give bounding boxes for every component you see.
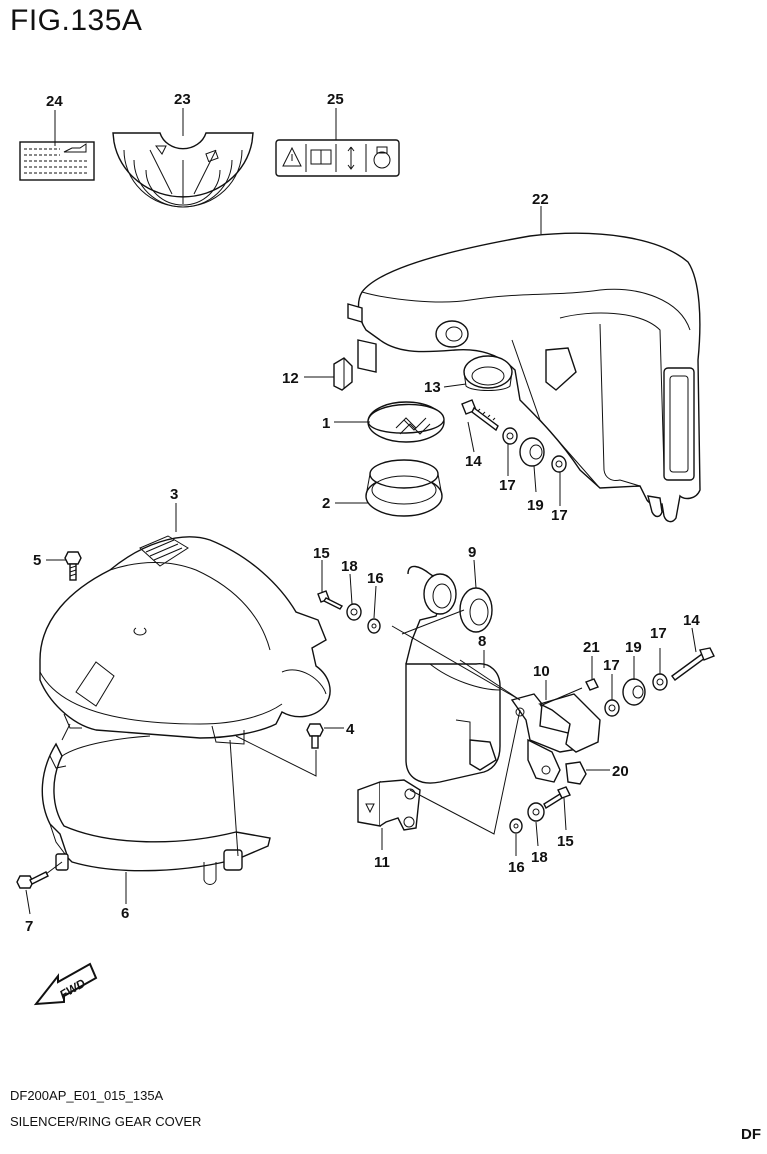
callout-18-lower: 18 [531,849,548,866]
callout-12: 12 [282,370,299,387]
callout-15-upper: 15 [313,545,330,562]
part-6-ring-gear-guard [41,735,271,885]
callout-21: 21 [583,639,600,656]
part-20-clip [565,761,587,785]
callout-17-upper-left: 17 [499,477,516,494]
callout-16-lower: 16 [508,859,525,876]
part-12-clip [333,357,353,391]
callout-4: 4 [346,721,355,738]
callout-15-lower: 15 [557,833,574,850]
callout-numbers: 24 23 25 22 12 13 1 2 14 17 19 17 3 5 15… [25,91,700,935]
callout-19-right: 19 [625,639,642,656]
callout-10: 10 [533,663,550,680]
forward-direction-arrow: FWD [33,962,98,1006]
callout-22: 22 [532,191,549,208]
figure-name: SILENCER/RING GEAR COVER [10,1114,202,1129]
part-2-seal-ring [365,459,443,517]
part-23-dial-label [112,132,254,208]
callout-17-right-right: 17 [650,625,667,642]
figure-code: DF200AP_E01_015_135A [10,1088,164,1103]
callout-23: 23 [174,91,191,108]
part-8-silencer-box [405,565,501,784]
part-4-bolt [306,723,324,749]
callout-2: 2 [322,495,330,512]
part-3-ring-gear-cover [39,535,331,745]
middle-mount-hardware [317,590,381,634]
callout-leaders [25,108,697,915]
figure-title: FIG.135A [10,4,143,37]
callout-18-upper: 18 [341,558,358,575]
lower-mount-hardware [509,786,571,834]
callout-3: 3 [170,486,178,503]
callout-9: 9 [468,544,476,561]
callout-19-upper: 19 [527,497,544,514]
part-7-bolt [16,871,49,889]
callout-7: 7 [25,918,33,935]
callout-14-right: 14 [683,612,700,629]
callout-6: 6 [121,905,129,922]
part-1-mesh-screen [367,401,445,443]
callout-8: 8 [478,633,486,650]
part-24-oil-label [19,141,95,181]
part-5-bolt [64,551,82,581]
assembly-lines [45,609,583,875]
callout-14-upper: 14 [465,453,482,470]
upper-mount-hardware [461,399,567,473]
callout-17-upper-right: 17 [551,507,568,524]
part-25-warning-label [275,139,400,177]
part-22-silencer-case [347,232,701,523]
callout-25: 25 [327,91,344,108]
part-11-bracket [357,779,421,831]
part-10-bracket [510,693,601,783]
callout-24: 24 [46,93,63,110]
callout-16-upper: 16 [367,570,384,587]
callout-17-right-left: 17 [603,657,620,674]
callout-1: 1 [322,415,330,432]
callout-5: 5 [33,552,41,569]
callout-11: 11 [374,854,390,871]
cut-off-footer-text: DF [741,1126,761,1143]
part-9-grommet [459,587,493,633]
callout-20: 20 [612,763,629,780]
part-13-grommet [463,355,513,391]
callout-13: 13 [424,379,441,396]
